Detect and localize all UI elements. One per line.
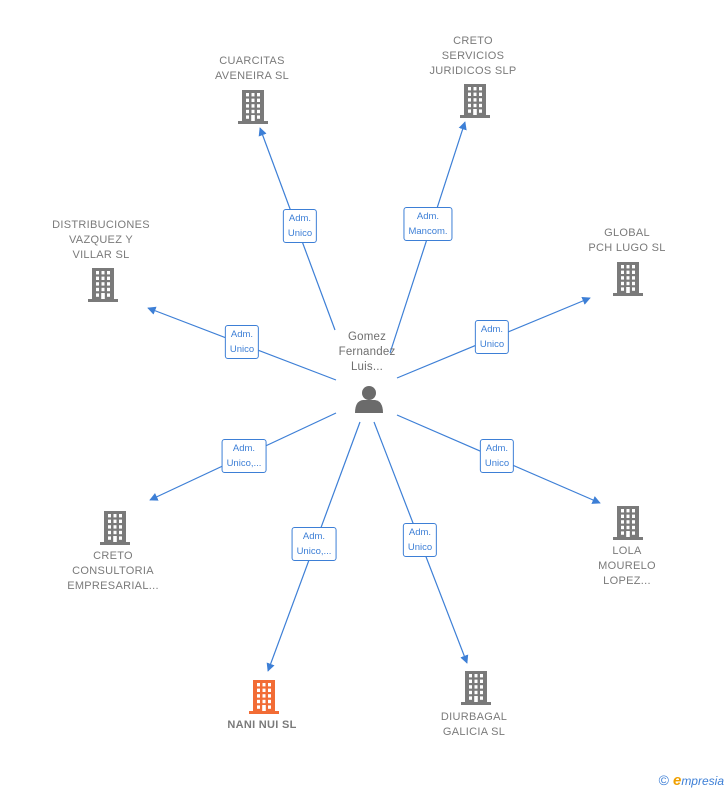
relation-badge-distribuciones[interactable]: Adm. Unico [224,325,260,359]
company-label-distribuciones[interactable]: DISTRIBUCIONES VAZQUEZ Y VILLAR SL [52,218,150,263]
relation-badge-diurbagal[interactable]: Adm. Unico [402,523,438,557]
company-label-global-pch[interactable]: GLOBAL PCH LUGO SL [588,226,665,256]
relation-badge-cuarcitas[interactable]: Adm. Unico [282,209,318,243]
relation-badge-global-pch[interactable]: Adm. Unico [474,320,510,354]
company-label-lola-mourelo-line: LOLA [612,545,642,557]
relation-text: Unico,... [296,546,332,557]
building-icon-lola-mourelo[interactable] [613,506,643,540]
company-label-distribuciones-line: VILLAR SL [72,249,130,261]
company-label-diurbagal[interactable]: DIURBAGAL GALICIA SL [441,710,507,740]
building-icon-diurbagal[interactable] [461,671,491,705]
company-label-cuarcitas-line: CUARCITAS [219,55,285,67]
copyright-symbol: © [658,772,669,788]
company-label-cuarcitas-line: AVENEIRA SL [214,70,290,82]
relation-text: Mancom. [408,226,448,237]
relation-text: Unico [484,458,510,469]
company-label-cuarcitas[interactable]: CUARCITAS AVENEIRA SL [215,54,289,84]
building-icon-cuarcitas[interactable] [238,90,268,124]
relation-text: Unico [287,228,313,239]
company-label-global-pch-line: PCH LUGO SL [588,242,666,254]
company-label-creto-consultoria-line: CRETO [93,550,133,562]
relation-text: Adm. [480,324,504,335]
relation-badge-creto-servicios[interactable]: Adm. Mancom. [403,207,453,241]
company-label-creto-servicios-line: JURIDICOS SLP [429,65,517,77]
relation-text: Adm. [416,211,440,222]
relation-text: Adm. [230,329,254,340]
person-icon[interactable] [355,386,383,413]
relation-badge-lola-mourelo[interactable]: Adm. Unico [479,439,515,473]
brand-logo-initial: e [672,772,682,789]
brand-logo-text: mpresia [681,774,724,788]
company-label-nani-nui-line: NANI NUI SL [227,719,297,731]
company-label-lola-mourelo-line: LOPEZ... [603,575,651,587]
company-label-creto-servicios-line: SERVICIOS [441,50,505,62]
company-label-creto-consultoria[interactable]: CRETO CONSULTORIA EMPRESARIAL... [67,549,159,594]
building-icon-distribuciones[interactable] [88,268,118,302]
relation-text: Unico [479,339,505,350]
center-person-name-line: Luis... [350,361,384,373]
company-label-nani-nui[interactable]: NANI NUI SL [227,718,296,733]
company-label-creto-consultoria-line: EMPRESARIAL... [67,580,159,592]
company-label-lola-mourelo[interactable]: LOLA MOURELO LOPEZ... [598,544,656,589]
company-label-distribuciones-line: VAZQUEZ Y [68,234,134,246]
relation-text: Unico [229,344,255,355]
company-label-global-pch-line: GLOBAL [604,227,650,239]
relation-text: Unico [407,542,433,553]
relation-text: Adm. [288,213,312,224]
company-label-creto-servicios-line: CRETO [453,35,493,47]
company-label-diurbagal-line: GALICIA SL [442,726,506,738]
footer-brand: ©empresia [659,772,724,789]
center-person-name-line: Gomez [347,331,387,343]
building-icon-creto-consultoria[interactable] [100,511,130,545]
building-icon-creto-servicios[interactable] [460,84,490,118]
relation-text: Adm. [302,531,326,542]
company-label-diurbagal-line: DIURBAGAL [440,711,508,723]
relation-text: Adm. [485,443,509,454]
relation-text: Unico,... [226,458,262,469]
company-label-creto-servicios[interactable]: CRETO SERVICIOS JURIDICOS SLP [429,34,516,79]
company-label-lola-mourelo-line: MOURELO [598,560,656,572]
relation-text: Adm. [408,527,432,538]
building-icon-nani-nui[interactable] [249,680,279,714]
company-label-creto-consultoria-line: CONSULTORIA [72,565,154,577]
relation-badge-creto-consultoria[interactable]: Adm. Unico,... [221,439,267,473]
building-icon-global-pch[interactable] [613,262,643,296]
relation-text: Adm. [232,443,256,454]
center-person-name-line: Fernandez [338,346,396,358]
relation-badge-nani-nui[interactable]: Adm. Unico,... [291,527,337,561]
company-label-distribuciones-line: DISTRIBUCIONES [52,219,150,231]
